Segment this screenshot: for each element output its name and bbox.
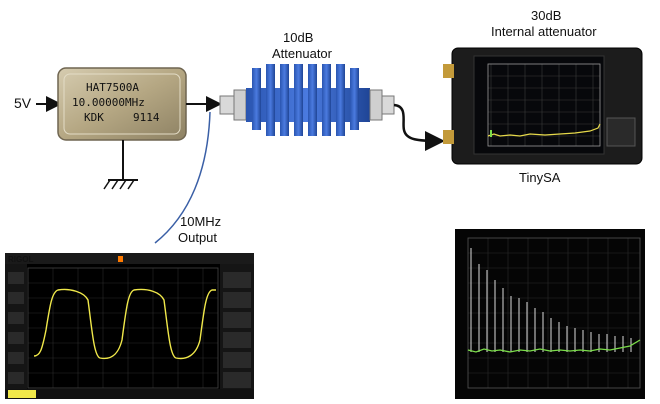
- scope-waveform: [33, 288, 216, 360]
- output-label-line2: Output: [178, 230, 217, 245]
- attenuator-label-line2: Attenuator: [272, 46, 333, 61]
- tinysa-device: [443, 47, 643, 165]
- internal-attenuator-line1: 30dB: [531, 8, 561, 23]
- oscilloscope-screenshot: RIGOL: [5, 253, 254, 399]
- oscillator-maker-text: KDK: [84, 111, 104, 124]
- attenuator-10db: [219, 64, 395, 136]
- spectrum-noise-floor: [467, 339, 641, 353]
- crystal-oscillator: HAT7500A 10.00000MHz KDK 9114: [57, 67, 187, 141]
- high-port-connector: [443, 64, 454, 78]
- tinysa-label: TinySA: [519, 170, 561, 185]
- oscillator-frequency-text: 10.00000MHz: [72, 96, 145, 109]
- spectrum-screenshot: [455, 229, 645, 399]
- scope-brand-text: RIGOL: [8, 255, 33, 264]
- input-voltage-label: 5V: [14, 95, 32, 111]
- internal-attenuator-line2: Internal attenuator: [491, 24, 597, 39]
- attenuator-label-line1: 10dB: [283, 30, 313, 45]
- ground-icon: [103, 140, 138, 190]
- output-callout-line: [154, 111, 211, 244]
- low-port-connector: [443, 130, 454, 144]
- oscillator-code-text: 9114: [133, 111, 160, 124]
- oscillator-part-text: HAT7500A: [86, 81, 139, 94]
- output-label-line1: 10MHz: [180, 214, 221, 229]
- cable-to-tinysa: [393, 103, 445, 151]
